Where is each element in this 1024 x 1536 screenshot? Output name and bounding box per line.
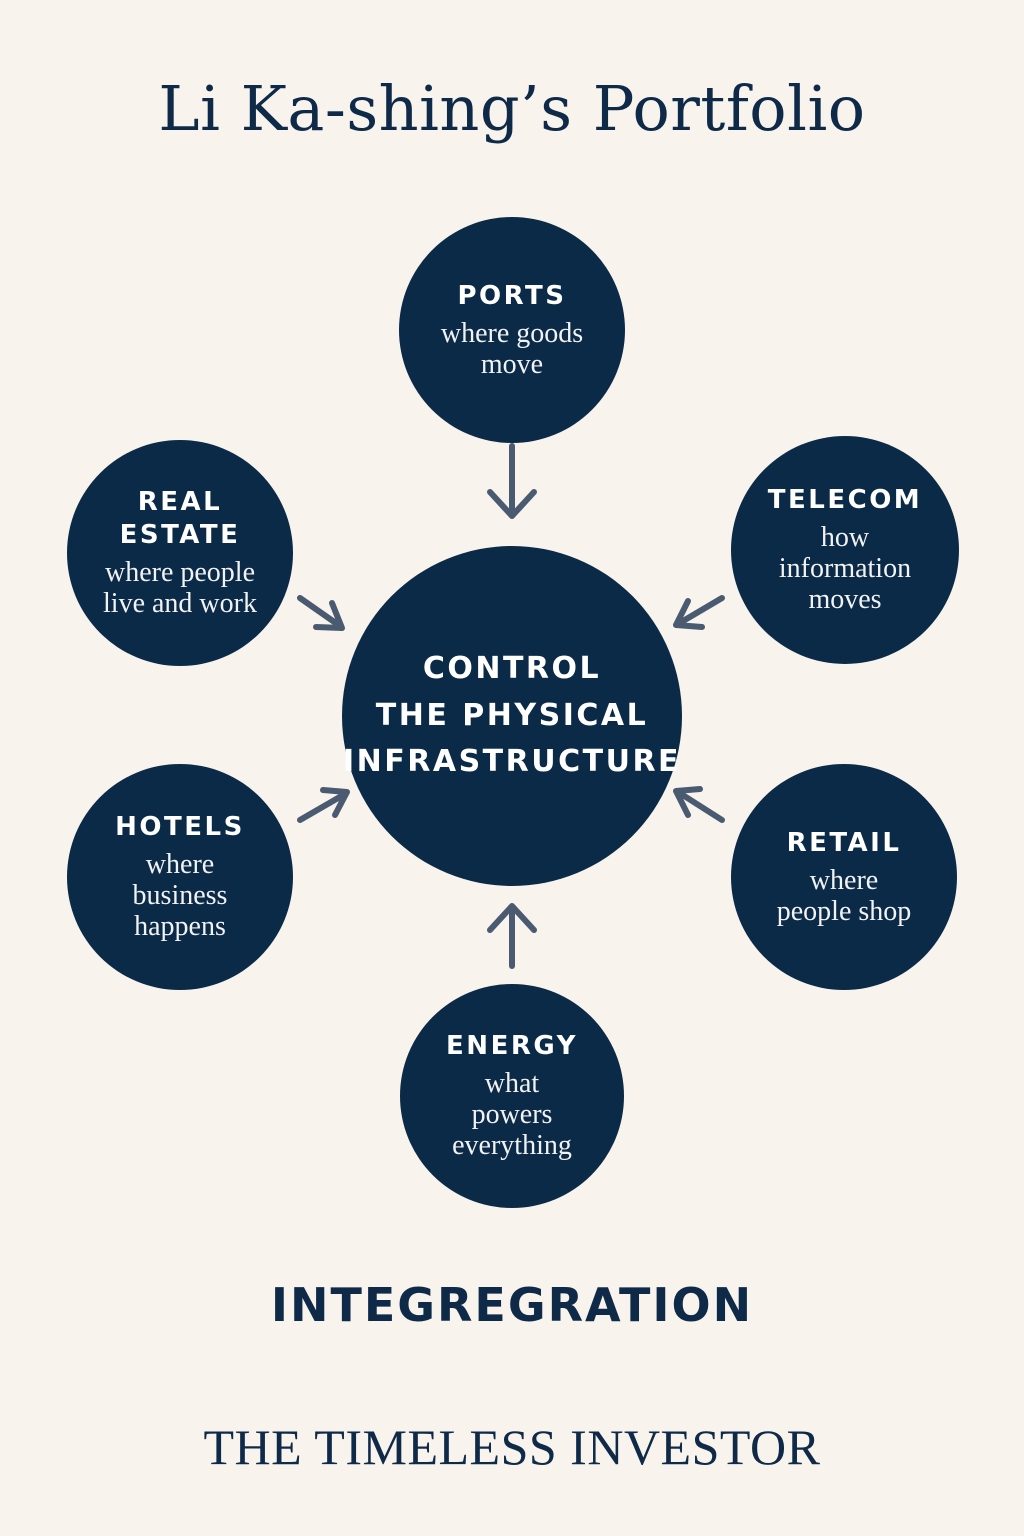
arrow-from-real-estate [297,595,345,631]
arrow-from-energy [487,903,537,969]
hotels-node: HOTELS where business happens [67,764,293,990]
retail-node-label: RETAIL [786,827,902,858]
arrow-from-telecom [673,595,725,630]
ports-node-desc: where goods move [440,317,584,380]
energy-node-desc: what powers everything [452,1068,572,1162]
arrow-from-ports [487,443,537,519]
real-estate-node: REAL ESTATE where people live and work [67,440,293,666]
retail-node: RETAIL where people shop [731,764,957,990]
real-estate-node-label: REAL ESTATE [119,486,241,551]
telecom-node: TELECOM how information moves [731,436,959,664]
integration-caption: INTEGREGRATION [270,1278,754,1332]
telecom-node-label: TELECOM [767,485,923,516]
center-node: CONTROL THE PHYSICAL INFRASTRUCTURE [342,546,682,886]
hotels-node-label: HOTELS [115,812,245,843]
real-estate-node-desc: where people live and work [103,557,257,620]
arrow-from-hotels [297,787,350,823]
page-title: Li Ka-shing’s Portfolio [158,72,866,145]
arrow-from-retail [673,786,725,823]
energy-node-label: ENERGY [446,1031,578,1062]
telecom-node-desc: how information moves [778,522,912,616]
center-node-label: CONTROL THE PHYSICAL INFRASTRUCTURE [342,651,682,780]
hotels-node-desc: where business happens [132,849,228,943]
ports-node-label: PORTS [457,280,567,311]
retail-node-desc: where people shop [776,864,912,927]
brand-footer: THE TIMELESS INVESTOR [203,1419,821,1475]
energy-node: ENERGY what powers everything [400,984,624,1208]
ports-node: PORTS where goods move [399,217,625,443]
